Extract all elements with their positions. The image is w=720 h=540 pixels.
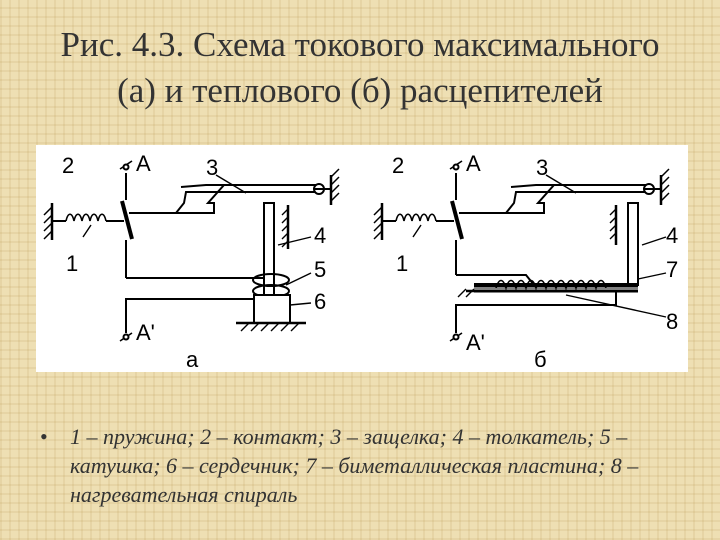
legend-caption: • 1 – пружина; 2 – контакт; 3 – защелка;…	[40, 422, 680, 509]
spring-b	[382, 213, 454, 222]
caption-text: 1 – пружина; 2 – контакт; 3 – защелка; 4…	[70, 424, 639, 507]
core-a	[236, 294, 306, 332]
label-a-A-prime: A'	[136, 320, 155, 345]
label-a-6: 6	[314, 289, 326, 314]
label-a-A: A	[136, 151, 151, 176]
label-b-A-prime: A'	[466, 330, 485, 355]
label-b-subfigure: б	[534, 347, 547, 372]
label-a-2: 2	[62, 153, 74, 178]
latch-b	[459, 168, 670, 214]
diagram-a: 2 A 3 4 1 5 6 A' а	[43, 151, 340, 372]
pusher-b	[609, 202, 639, 286]
label-b-4: 4	[666, 223, 678, 248]
label-b-2: 2	[392, 153, 404, 178]
heater-spiral-b	[495, 279, 607, 291]
wall-hatch-left-b	[373, 203, 384, 240]
contact-a	[119, 160, 134, 278]
circuit-figure: 2 A 3 4 1 5 6 A' а	[36, 145, 688, 372]
wall-hatch-left-a	[43, 203, 54, 240]
label-a-subfigure: а	[186, 347, 199, 372]
label-a-5: 5	[314, 257, 326, 282]
label-b-A: A	[466, 151, 481, 176]
spring-a	[52, 213, 124, 222]
diagram-b: 2 A 3 4 1 7 8 A' б	[373, 151, 678, 372]
title-line-1: Рис. 4.3. Схема токового максимального	[60, 25, 660, 64]
label-b-3: 3	[536, 155, 548, 180]
latch-a	[129, 168, 340, 214]
label-a-4: 4	[314, 223, 326, 248]
label-a-3: 3	[206, 155, 218, 180]
label-b-7: 7	[666, 257, 678, 282]
label-a-1: 1	[66, 251, 78, 276]
label-b-8: 8	[666, 309, 678, 334]
bimetal-strip-b	[457, 283, 638, 298]
contact-b	[449, 160, 464, 275]
slide-title: Рис. 4.3. Схема токового максимального (…	[0, 22, 720, 114]
bullet-icon: •	[40, 424, 48, 449]
label-b-1: 1	[396, 251, 408, 276]
title-line-2: (а) и теплового (б) расцепителей	[117, 71, 603, 110]
